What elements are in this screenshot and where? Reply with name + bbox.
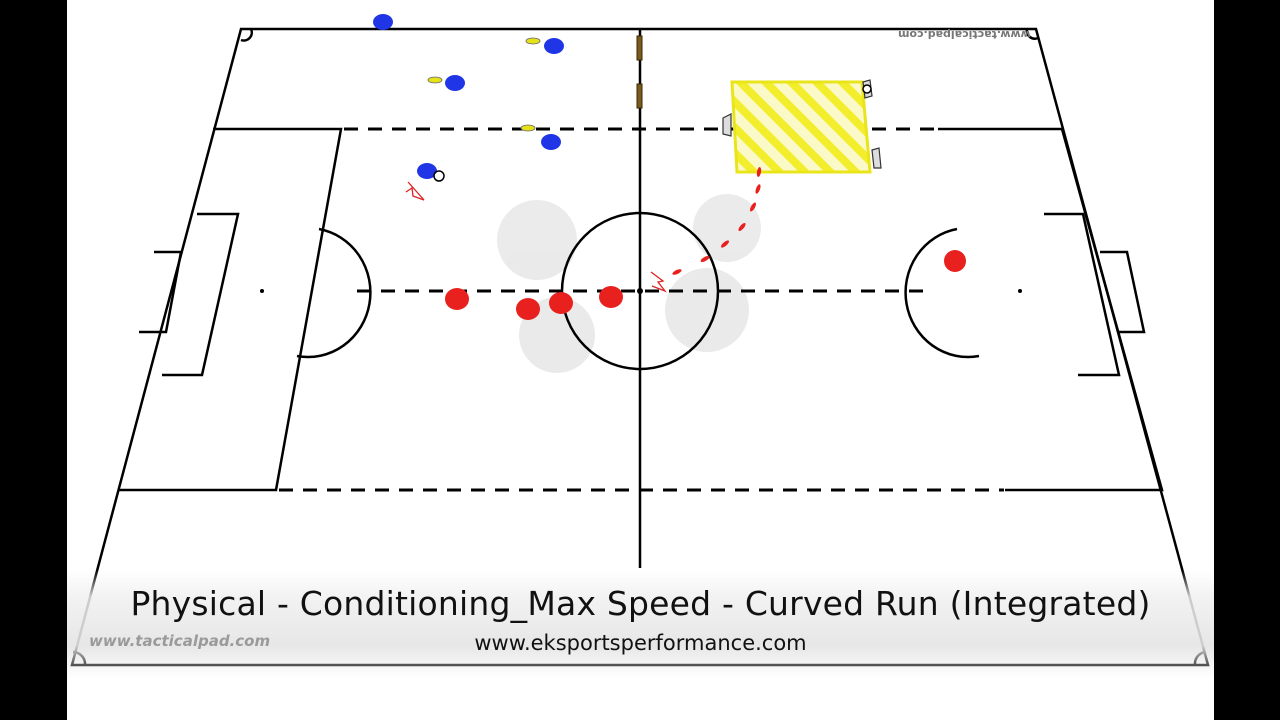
pitch-lines <box>70 27 1210 667</box>
website-url: www.eksportsperformance.com <box>474 631 807 655</box>
dashed-zone-lines <box>279 127 1004 492</box>
blue-player <box>373 14 393 30</box>
left-penalty-spot <box>260 289 264 293</box>
red-player <box>516 298 540 320</box>
drill-title: Physical - Conditioning_Max Speed - Curv… <box>130 584 1151 623</box>
cone-icon <box>427 37 541 132</box>
right-penalty-arc <box>904 227 980 359</box>
left-goal-area <box>162 212 240 377</box>
blue-player <box>541 134 561 150</box>
blue-player <box>544 38 564 54</box>
corner-arc-tr <box>1025 28 1039 40</box>
blue-player <box>445 75 465 91</box>
watermark-top: www.tacticalpad.com <box>898 28 1031 41</box>
corner-arc-tl <box>240 28 254 42</box>
right-penalty-area <box>938 127 1164 492</box>
left-goal <box>139 250 183 334</box>
target-zone <box>730 80 872 174</box>
left-penalty-arc <box>296 227 372 359</box>
background-logo-watermark <box>497 194 761 373</box>
caption-band <box>67 570 1214 678</box>
team-b-players <box>445 250 966 320</box>
right-goal <box>1100 250 1146 334</box>
team-a-players <box>373 14 564 179</box>
red-player <box>599 286 623 308</box>
drill-diagram: www.tacticalpad.com www.tacticalpad.com … <box>67 0 1214 720</box>
pole-icon <box>636 35 643 109</box>
right-goal-area <box>1044 212 1121 377</box>
run-arrow-icon <box>650 271 667 293</box>
red-player <box>549 292 573 314</box>
pitch-diagram <box>70 14 1210 667</box>
curved-run-path <box>672 167 762 275</box>
right-penalty-spot <box>1018 289 1022 293</box>
run-arrow-icon <box>405 181 425 201</box>
soccer-ball-icon <box>862 84 872 94</box>
center-spot <box>637 288 643 294</box>
red-player <box>944 250 966 272</box>
left-penalty-area <box>119 127 343 492</box>
blue-player <box>417 163 437 179</box>
watermark-bottom: www.tacticalpad.com <box>89 632 271 650</box>
red-player <box>445 288 469 310</box>
soccer-ball-icon <box>433 170 445 182</box>
